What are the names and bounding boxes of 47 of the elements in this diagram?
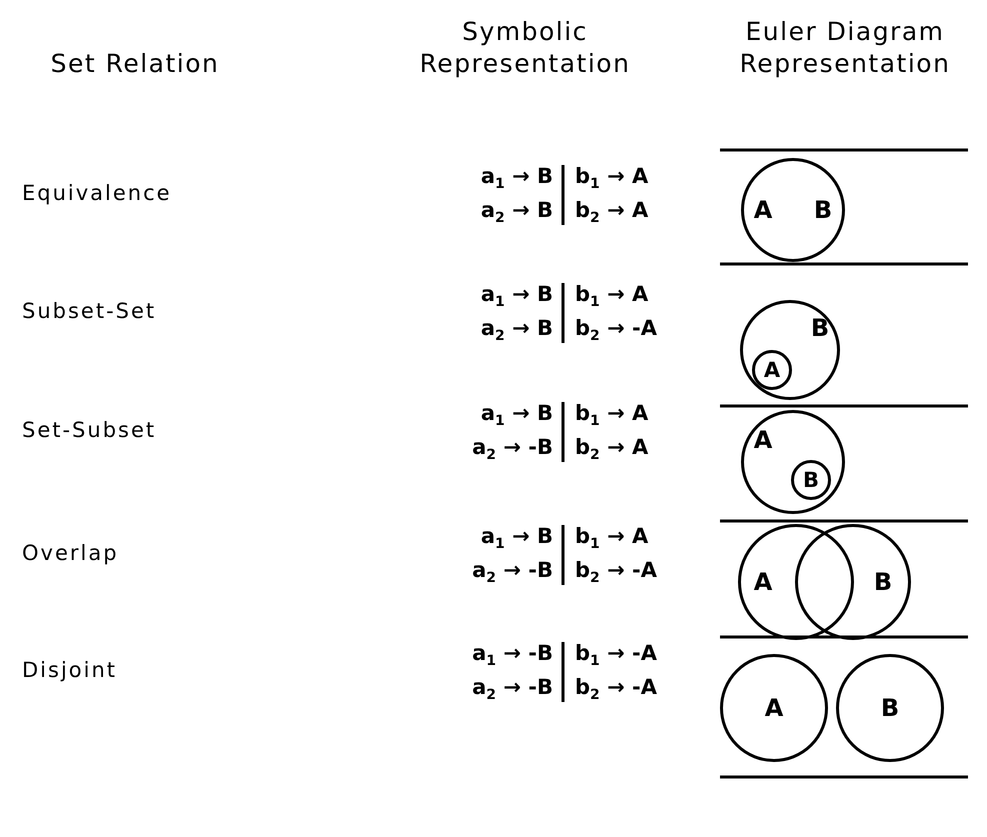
- set-letter: B: [874, 569, 892, 595]
- formula-text: b$_{2}$ → -A: [575, 557, 657, 588]
- formula-text: b$_{2}$ → -A: [575, 674, 657, 706]
- column-header: Set Relation: [50, 48, 220, 80]
- formula-text: b$_{1}$ → A: [575, 400, 648, 432]
- row-label: Set-Subset: [22, 418, 156, 442]
- set-letter: B: [810, 315, 830, 341]
- set-circle: [836, 654, 944, 762]
- set-letter: A: [764, 357, 780, 383]
- formula-text: b$_{1}$ → A: [575, 523, 648, 554]
- formula-text: a$_{1}$ → B: [480, 400, 553, 432]
- set-circle: [741, 158, 845, 262]
- row-label: Disjoint: [22, 658, 118, 682]
- formula-text: b$_{1}$ → A: [575, 281, 648, 312]
- set-letter: B: [880, 695, 900, 721]
- column-header: Euler Diagram Representation: [738, 16, 952, 80]
- set-circle: [791, 460, 831, 500]
- formula-text: a$_{2}$ → B: [480, 197, 553, 228]
- formula-text: a$_{1}$ → B: [480, 163, 553, 194]
- formula-text: b$_{2}$ → -A: [575, 315, 657, 346]
- formula-text: a$_{2}$ → -B: [472, 434, 553, 466]
- set-circle: [752, 350, 792, 390]
- set-circle: [740, 300, 840, 400]
- row-label: Equivalence: [22, 181, 172, 205]
- set-letter: A: [754, 427, 772, 453]
- formula-text: a$_{1}$ → B: [480, 523, 553, 554]
- row-label: Overlap: [22, 541, 119, 565]
- set-circle: [741, 410, 845, 514]
- set-letter: A: [764, 695, 784, 721]
- set-circle: [795, 524, 911, 640]
- set-circle: [720, 654, 828, 762]
- formula-text: a$_{2}$ → -B: [472, 674, 553, 706]
- row-label: Subset-Set: [22, 299, 156, 323]
- formula-text: a$_{2}$ → B: [480, 315, 553, 346]
- set-circle: [738, 524, 854, 640]
- formula-text: b$_{2}$ → A: [575, 197, 648, 228]
- formula-text: a$_{2}$ → -B: [472, 557, 553, 588]
- column-header: Symbolic Representation: [418, 16, 632, 80]
- set-letter: B: [814, 197, 832, 223]
- formula-text: b$_{1}$ → -A: [575, 640, 657, 672]
- set-letter: B: [803, 467, 819, 493]
- formula-text: b$_{1}$ → A: [575, 163, 648, 194]
- formula-text: a$_{1}$ → -B: [472, 640, 553, 672]
- formula-text: b$_{2}$ → A: [575, 434, 648, 466]
- formula-text: a$_{1}$ → B: [480, 281, 553, 312]
- set-letter: A: [754, 569, 772, 595]
- set-letter: A: [754, 197, 772, 223]
